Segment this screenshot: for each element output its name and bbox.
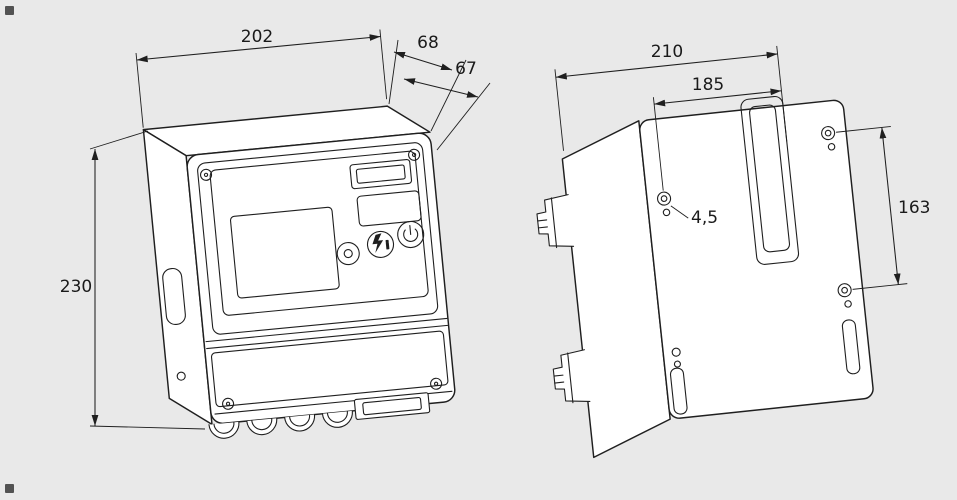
dimension-hole-offset bbox=[652, 88, 782, 191]
dim-depth-inner-label: 67 bbox=[455, 59, 477, 79]
housing-front-face bbox=[186, 132, 456, 425]
mounting-hole-bottom-right bbox=[837, 283, 861, 375]
front-view: i bbox=[60, 27, 491, 439]
flash-icon bbox=[372, 233, 384, 253]
dim-width-front-label: 202 bbox=[241, 27, 273, 47]
mounting-clip-bottom bbox=[552, 349, 591, 404]
cable-glands bbox=[208, 410, 353, 439]
status-window bbox=[356, 190, 422, 227]
mounting-clip-top bbox=[536, 194, 575, 249]
crop-marks bbox=[5, 6, 14, 493]
dimension-width-front bbox=[135, 29, 388, 128]
control-panel bbox=[209, 150, 429, 316]
mounting-hole-top-left bbox=[657, 191, 672, 217]
lcd-display bbox=[229, 206, 340, 299]
reset-button bbox=[336, 242, 360, 266]
side-screw-icon bbox=[176, 371, 186, 381]
info-button-glyph: i bbox=[385, 239, 390, 252]
side-label bbox=[162, 267, 186, 325]
dimension-hole-spacing bbox=[836, 126, 908, 290]
dim-hole-offset-label: 185 bbox=[692, 75, 724, 95]
dim-depth-outer-label: 68 bbox=[417, 33, 439, 53]
dim-width-rear-label: 210 bbox=[651, 42, 683, 62]
dim-height-front-label: 230 bbox=[60, 277, 92, 297]
rear-back-panel bbox=[639, 99, 874, 419]
dimension-width-rear bbox=[554, 45, 788, 151]
dimension-depth-inner bbox=[403, 78, 491, 151]
front-corner-screws bbox=[199, 148, 443, 410]
rear-view: 210 185 4,5 163 bbox=[536, 42, 930, 459]
mounting-hole-bottom-left bbox=[669, 347, 688, 415]
door-outline bbox=[197, 142, 439, 335]
dim-hole-spacing-label: 163 bbox=[898, 198, 930, 218]
mounting-hole-top-right bbox=[821, 126, 836, 151]
power-button bbox=[397, 220, 425, 249]
info-button: i bbox=[366, 230, 395, 258]
hole-diameter-leader bbox=[670, 205, 689, 219]
power-icon bbox=[403, 228, 419, 242]
bottom-duct bbox=[353, 392, 431, 420]
dim-hole-diameter-label: 4,5 bbox=[691, 208, 718, 228]
dimension-height-front bbox=[89, 130, 206, 430]
display-window bbox=[349, 158, 413, 190]
